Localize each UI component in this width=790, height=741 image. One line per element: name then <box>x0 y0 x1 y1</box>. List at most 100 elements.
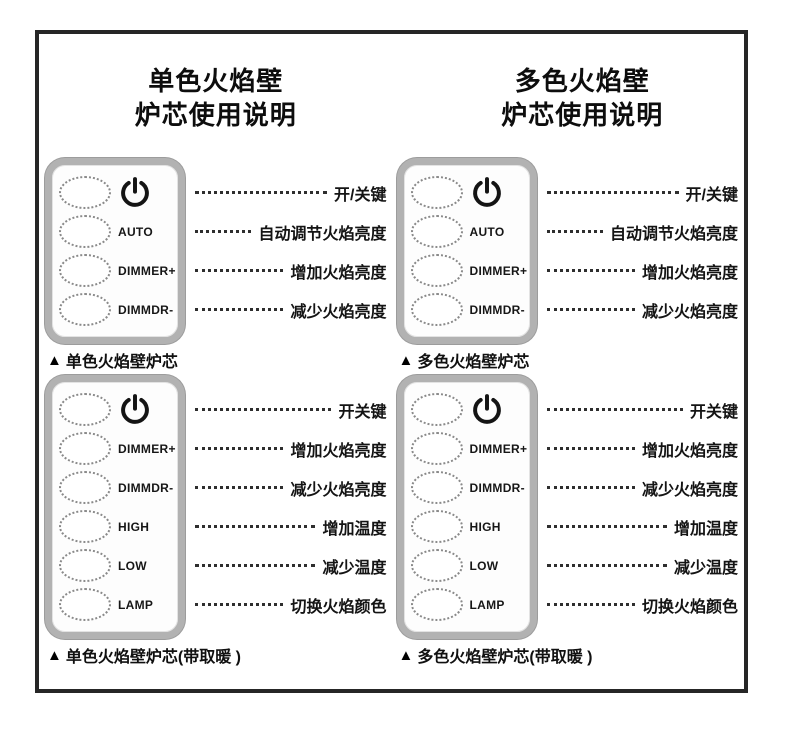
button-label: DIMMDR- <box>469 302 525 317</box>
remote-button <box>410 393 463 426</box>
column-single-color: 单色火焰壁 炉芯使用说明 AUTO <box>45 42 387 689</box>
label-row: 增加火焰亮度 <box>185 429 387 468</box>
remote-button <box>59 254 111 287</box>
caption-text: 单色火焰壁炉芯(带取暖 ) <box>65 649 241 666</box>
function-labels: 开/关键 自动调节火焰亮度 增加火焰亮度 减少火焰亮度 <box>185 158 387 329</box>
function-label: 减少火焰亮度 <box>290 303 387 321</box>
panel-row <box>59 390 174 429</box>
function-label: 自动调节火焰亮度 <box>609 225 738 243</box>
instruction-sheet: 单色火焰壁 炉芯使用说明 AUTO <box>35 30 748 693</box>
column-title: 单色火焰壁 炉芯使用说明 <box>45 64 387 132</box>
button-label: LAMP <box>469 597 505 612</box>
panel-caption: ▲ 单色火焰壁炉芯 <box>47 349 387 372</box>
function-label: 切换火焰颜色 <box>290 598 387 616</box>
remote-unit: DIMMER+ DIMMDR- HIGH LOW LAMP <box>396 375 738 639</box>
triangle-marker: ▲ <box>398 351 414 369</box>
label-row: 减少温度 <box>537 546 738 585</box>
remote-button <box>59 215 111 248</box>
function-label: 增加火焰亮度 <box>290 442 387 460</box>
remote-button <box>410 471 463 504</box>
label-row: 切换火焰颜色 <box>537 585 738 624</box>
panel-row <box>410 173 526 212</box>
triangle-marker: ▲ <box>47 351 62 369</box>
function-label: 开关键 <box>338 403 387 421</box>
remote-panel: DIMMER+ DIMMDR- HIGH LOW LAMP <box>396 375 537 639</box>
dotted-leader-line <box>195 230 252 233</box>
label-row: 开关键 <box>185 390 387 429</box>
dotted-leader-line <box>546 486 635 489</box>
remote-button <box>410 588 463 621</box>
panel-row: DIMMDR- <box>410 290 526 329</box>
title-line-2: 炉芯使用说明 <box>134 100 297 130</box>
panel-row: DIMMER+ <box>59 429 176 468</box>
function-label: 减少火焰亮度 <box>641 303 738 321</box>
remote-button <box>410 254 463 287</box>
dotted-leader-line <box>195 408 332 411</box>
dotted-leader-line <box>195 525 316 528</box>
panel-caption: ▲ 多色火焰壁炉芯 <box>398 349 739 372</box>
dotted-leader-line <box>546 230 603 233</box>
button-label: DIMMDR- <box>469 480 525 495</box>
remote-button <box>59 549 111 582</box>
button-label: LOW <box>118 558 147 573</box>
title-line-1: 多色火焰壁 <box>514 66 650 96</box>
panel-row: HIGH <box>59 507 174 546</box>
button-label: DIMMER+ <box>469 441 528 456</box>
function-label: 自动调节火焰亮度 <box>258 225 387 243</box>
caption-text: 单色火焰壁炉芯 <box>65 354 178 371</box>
remote-button <box>59 510 111 543</box>
power-icon <box>470 176 504 210</box>
panel-row: DIMMER+ <box>410 251 528 290</box>
dotted-leader-line <box>195 308 284 311</box>
panel-row: AUTO <box>59 212 174 251</box>
remote-button <box>410 293 463 326</box>
remote-button <box>410 510 463 543</box>
function-labels: 开/关键 自动调节火焰亮度 增加火焰亮度 减少火焰亮度 <box>537 158 738 329</box>
panel-row: DIMMDR- <box>59 468 174 507</box>
panel-row <box>410 390 526 429</box>
triangle-marker: ▲ <box>398 646 414 664</box>
button-label: DIMMDR- <box>118 480 174 495</box>
label-row: 自动调节火焰亮度 <box>537 212 738 251</box>
power-icon <box>118 393 152 427</box>
dotted-leader-line <box>546 525 667 528</box>
remote-button <box>410 432 463 465</box>
function-labels: 开关键 增加火焰亮度 减少火焰亮度 增加温度 减少温度 <box>185 375 387 624</box>
button-label: HIGH <box>118 519 150 534</box>
dotted-leader-line <box>195 486 284 489</box>
button-label: DIMMDR- <box>118 302 174 317</box>
function-label: 增加火焰亮度 <box>641 442 738 460</box>
remote-button <box>410 176 463 209</box>
button-label: HIGH <box>469 519 501 534</box>
button-label: DIMMER+ <box>469 263 528 278</box>
panel-row: HIGH <box>410 507 526 546</box>
remote-button <box>59 471 111 504</box>
label-row: 减少火焰亮度 <box>185 468 387 507</box>
title-line-1: 单色火焰壁 <box>148 66 284 96</box>
remote-button <box>410 215 463 248</box>
panel-row: LAMP <box>410 585 526 624</box>
remote-button <box>59 293 111 326</box>
button-label: AUTO <box>469 224 505 239</box>
label-row: 增加火焰亮度 <box>537 429 738 468</box>
function-label: 减少火焰亮度 <box>290 481 387 499</box>
label-row: 增加温度 <box>185 507 387 546</box>
function-label: 减少温度 <box>673 559 738 577</box>
panel-row: DIMMDR- <box>59 290 174 329</box>
remote-unit: DIMMER+ DIMMDR- HIGH LOW LAMP <box>45 375 387 639</box>
dotted-leader-line <box>195 564 316 567</box>
label-row: 开/关键 <box>185 173 387 212</box>
button-label: LOW <box>469 558 499 573</box>
triangle-marker: ▲ <box>47 646 62 664</box>
dotted-leader-line <box>195 191 328 194</box>
function-label: 减少温度 <box>322 559 387 577</box>
dotted-leader-line <box>546 269 635 272</box>
function-label: 增加火焰亮度 <box>641 264 738 282</box>
function-label: 开关键 <box>689 403 738 421</box>
panel-caption: ▲ 多色火焰壁炉芯(带取暖 ) <box>398 644 739 667</box>
panel-row: AUTO <box>410 212 526 251</box>
function-label: 增加温度 <box>322 520 387 538</box>
button-label: DIMMER+ <box>118 441 176 456</box>
caption-text: 多色火焰壁炉芯 <box>417 354 530 371</box>
remote-button <box>59 432 111 465</box>
